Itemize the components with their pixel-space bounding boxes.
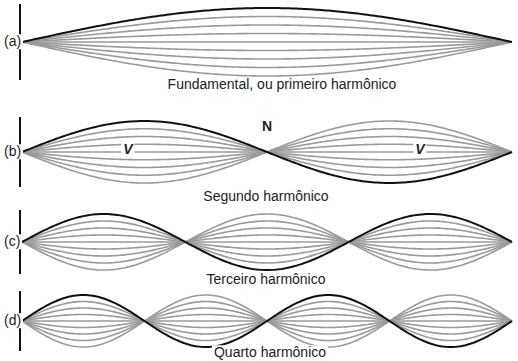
antinode-letter: V [121, 142, 134, 157]
string-position [22, 235, 512, 249]
string-position [22, 221, 512, 263]
harmonic-wave [20, 117, 512, 187]
string-position [22, 241, 512, 243]
string-position [22, 42, 512, 68]
string-position [22, 42, 512, 59]
antinode-letter: V [413, 142, 426, 157]
string-position [22, 8, 512, 42]
string-position [22, 34, 512, 43]
node-letter: N [260, 119, 274, 134]
part-letter: (d) [2, 313, 23, 328]
string-position [22, 228, 512, 256]
caption-text: Quarto harmônico [212, 345, 328, 360]
string-position [22, 221, 512, 263]
part-letter: (b) [2, 144, 23, 159]
part-letter: (a) [2, 34, 23, 49]
string-position [22, 17, 512, 43]
string-position [22, 235, 512, 249]
harmonic-wave [20, 291, 512, 351]
string-position [22, 42, 512, 76]
part-letter: (c) [2, 234, 22, 249]
string-position [22, 228, 512, 256]
caption-text: Segundo harmônico [201, 189, 330, 204]
string-position [22, 295, 512, 347]
caption-text: Fundamental, ou primeiro harmônico [166, 77, 399, 92]
string-position [22, 295, 512, 347]
string-position [22, 41, 512, 43]
string-position [22, 214, 512, 270]
string-position [22, 214, 512, 270]
harmonic-wave [20, 4, 512, 80]
caption-text: Terceiro harmônico [204, 272, 327, 287]
harmonic-wave [20, 210, 512, 274]
